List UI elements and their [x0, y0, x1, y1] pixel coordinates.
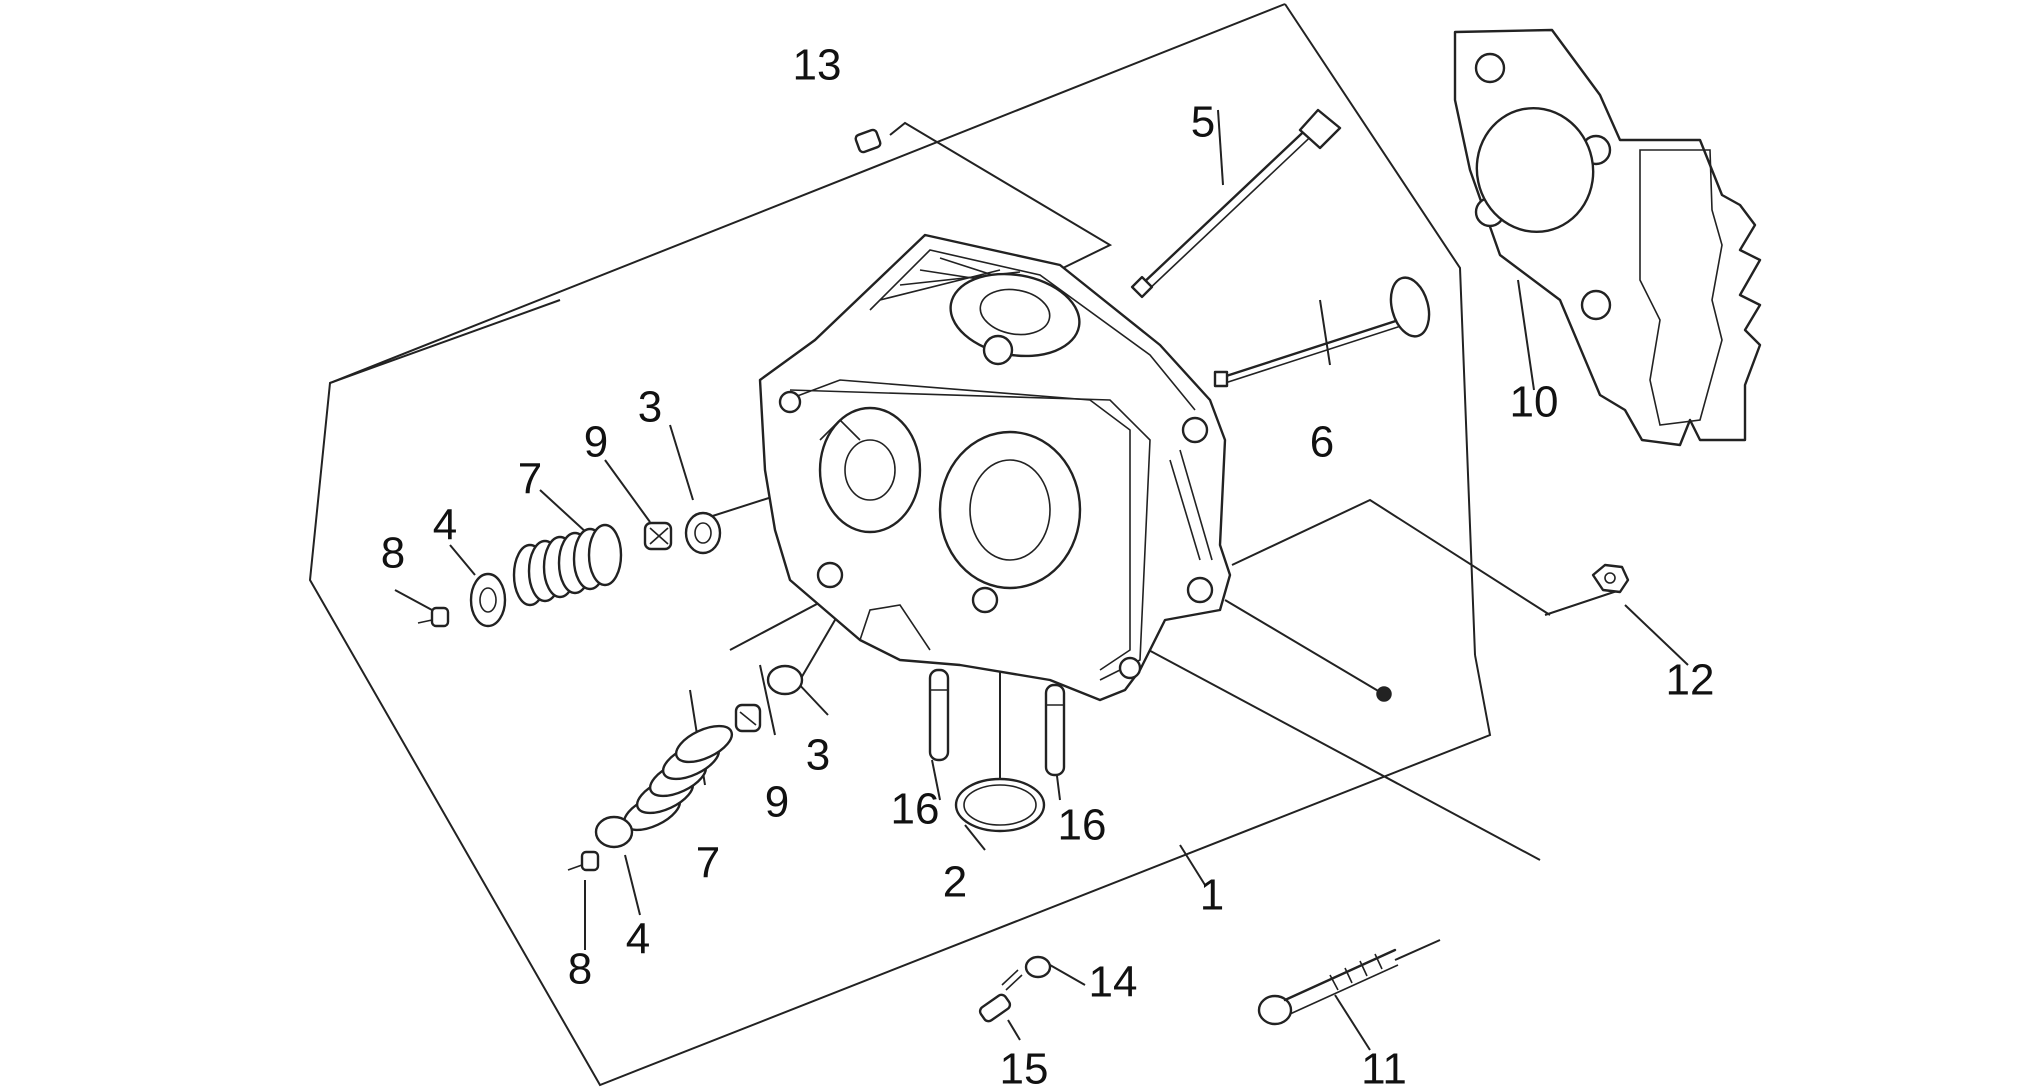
- dowel-pin-part-13: [854, 128, 882, 154]
- callout-3a: 3: [638, 383, 662, 432]
- assembly-group-outline-left-top: [329, 299, 561, 384]
- callout-1: 1: [1200, 871, 1224, 920]
- cylinder-head-part-1: [758, 233, 1232, 702]
- callout-13: 13: [793, 41, 842, 90]
- callout-16a: 16: [891, 785, 940, 834]
- o-ring-part-2: [954, 777, 1046, 833]
- spring-retainer-part-4b: [594, 815, 634, 849]
- assembly-group-outline: [308, 3, 1492, 1087]
- dowel-sleeve-part-16a: [928, 668, 950, 762]
- callout-2: 2: [943, 858, 967, 907]
- valve-spring-part-7b: [622, 724, 734, 832]
- spring-retainer-part-4a: [469, 572, 507, 628]
- bolt-part-11: [1257, 948, 1399, 1026]
- valve-seal-part-9b: [734, 703, 762, 733]
- callout-10: 10: [1510, 378, 1559, 427]
- nut-part-12: [1591, 563, 1630, 594]
- callout-16b: 16: [1058, 801, 1107, 850]
- dowel-sleeve-part-16b: [1044, 683, 1066, 777]
- callout-8b: 8: [568, 945, 592, 994]
- callout-4b: 4: [626, 915, 650, 964]
- assembly-group-outline-right: [1284, 3, 1476, 656]
- screw-part-15: [978, 969, 1023, 1023]
- callout-15: 15: [1000, 1045, 1049, 1092]
- callout-9a: 9: [584, 418, 608, 467]
- callout-7a: 7: [518, 455, 542, 504]
- valve-seat-washer-part-3a: [684, 511, 722, 555]
- callout-12: 12: [1666, 656, 1715, 705]
- valve-part-5: [1130, 108, 1342, 299]
- valve-spring-part-7a: [512, 523, 623, 607]
- callout-9b: 9: [765, 778, 789, 827]
- callout-3b: 3: [806, 731, 830, 780]
- marker-dot: [1376, 686, 1392, 702]
- callout-7b: 7: [696, 839, 720, 888]
- washer-part-14: [1024, 955, 1052, 979]
- valve-part-6: [1213, 276, 1431, 388]
- callout-6: 6: [1310, 418, 1334, 467]
- head-gasket-part-10: [1453, 28, 1762, 447]
- valve-cotter-part-8b: [567, 850, 600, 872]
- callout-4a: 4: [433, 501, 457, 550]
- callout-labels: 13 5 6 10 3 9 7 4 8 12 3 9 16 16 7 2 1 4…: [381, 41, 1715, 1092]
- callout-11: 11: [1361, 1045, 1407, 1092]
- callout-5: 5: [1191, 98, 1215, 147]
- callout-14: 14: [1089, 958, 1138, 1007]
- callout-8a: 8: [381, 529, 405, 578]
- valve-seal-part-9a: [643, 521, 673, 551]
- valve-seat-washer-part-3b: [766, 664, 804, 696]
- valve-cotter-part-8a: [417, 606, 450, 628]
